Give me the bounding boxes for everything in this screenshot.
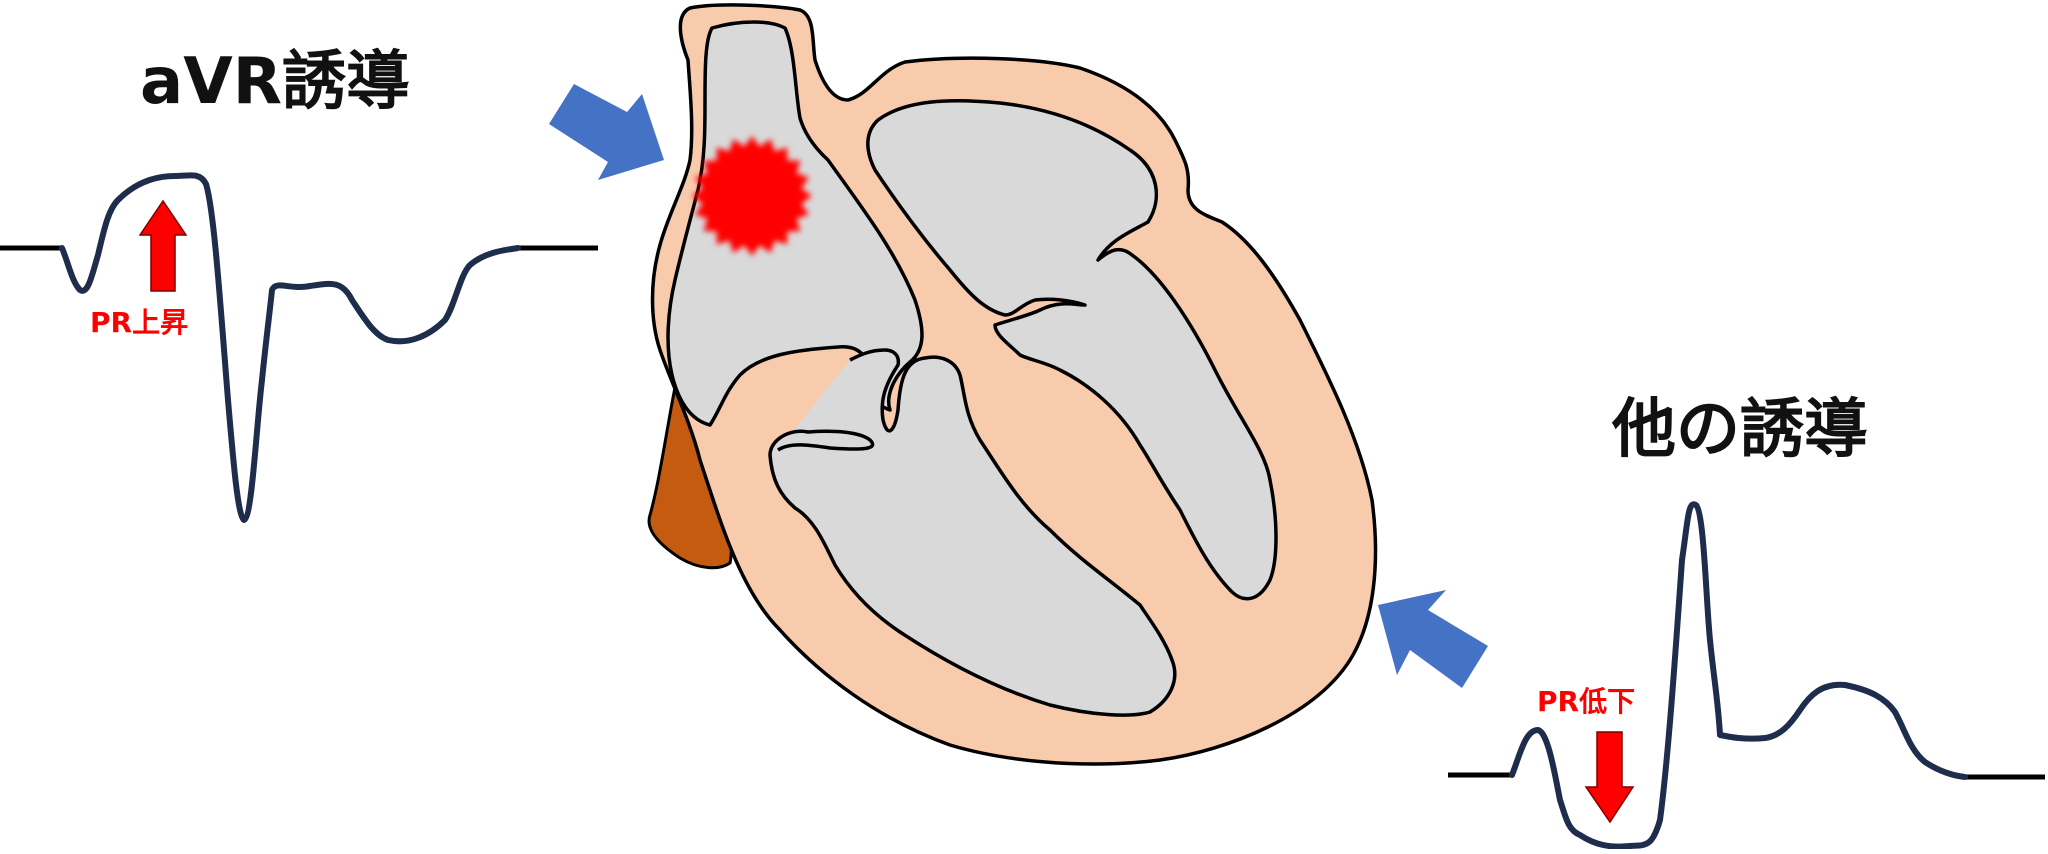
view-arrow-right-icon xyxy=(1378,590,1488,688)
ecg-avr-lead xyxy=(0,172,598,523)
ecg-avr-trace xyxy=(59,172,521,523)
heart xyxy=(647,3,1378,766)
pr-up-arrow-icon xyxy=(138,199,188,292)
avr-lead-title: aVR誘導 xyxy=(140,45,410,119)
right-atrium-chamber xyxy=(866,98,1278,601)
left-ventricle-chamber xyxy=(768,348,1177,717)
ecg-other-lead xyxy=(1448,501,2045,850)
pr-depression-label: PR低下 xyxy=(1537,685,1636,718)
other-lead-title: 他の誘導 xyxy=(1612,393,1868,467)
pr-elevation-label: PR上昇 xyxy=(90,306,189,339)
view-arrow-left-icon xyxy=(549,84,664,180)
pr-down-arrow-icon xyxy=(1584,731,1635,824)
sa-node-starburst-icon xyxy=(692,136,812,256)
ecg-other-trace xyxy=(1509,501,1968,850)
